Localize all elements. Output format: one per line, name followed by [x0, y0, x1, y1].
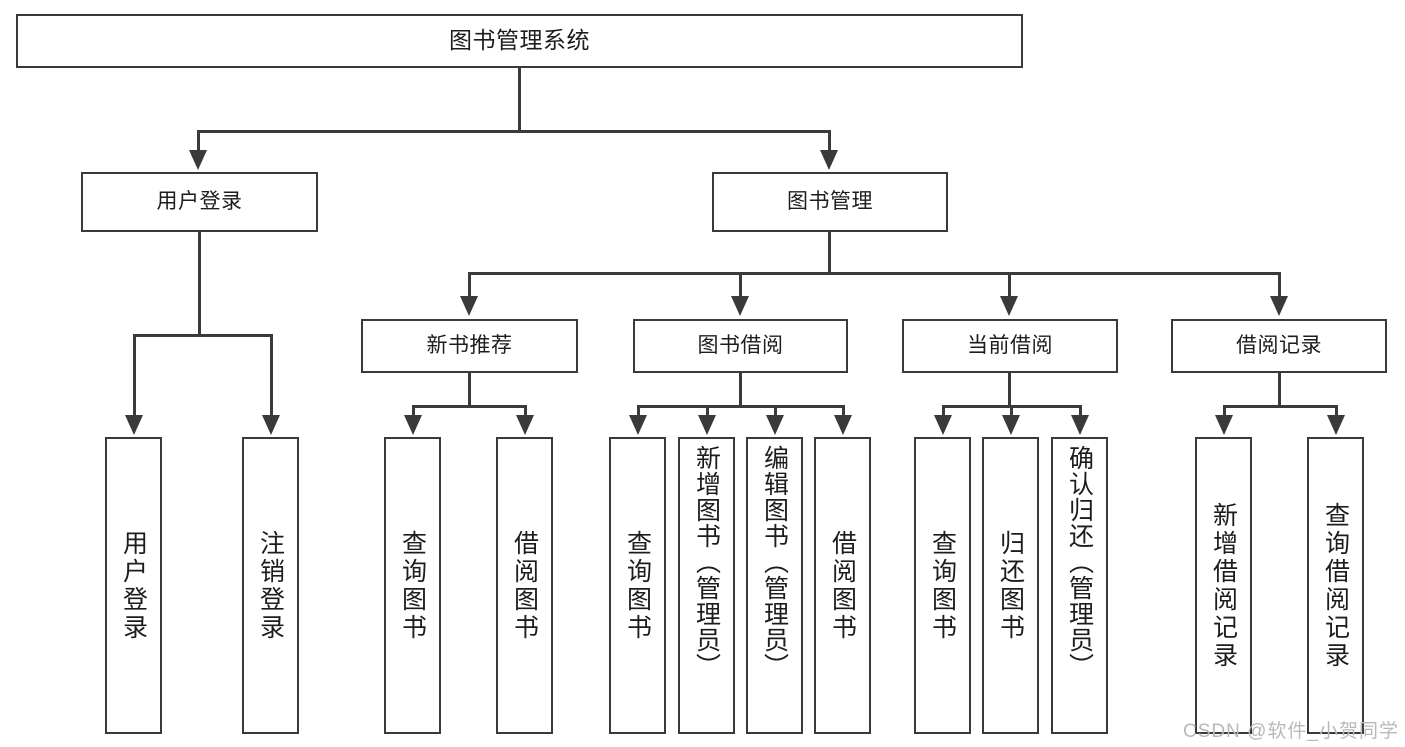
arrow-to-leaf-confirm-return [1071, 415, 1089, 435]
leaf-logout[interactable]: 注销登录 [242, 437, 299, 734]
node-label: 用户登录 [156, 189, 243, 213]
node-label: 借阅图书 [828, 529, 857, 642]
connector-current-drop-1 [942, 405, 945, 417]
leaf-return-book[interactable]: 归还图书 [982, 437, 1039, 734]
node-label: 借阅记录 [1236, 333, 1322, 357]
arrow-to-leaf-logout [262, 415, 280, 435]
node-root-system[interactable]: 图书管理系统 [16, 14, 1023, 68]
leaf-query-book-1[interactable]: 查询图书 [384, 437, 441, 734]
node-label: 归还图书 [996, 529, 1025, 642]
node-label: 查询图书 [928, 529, 957, 642]
node-label: 查询借阅记录 [1321, 501, 1350, 670]
arrow-to-borrow [731, 296, 749, 316]
arrow-to-leaf-query-book-3 [934, 415, 952, 435]
connector-new-book-drop-1 [412, 405, 415, 417]
node-label: 图书管理 [787, 189, 873, 213]
connector-history-bus [1223, 405, 1338, 408]
connector-current-stem [1008, 373, 1011, 408]
arrow-to-leaf-add-record [1215, 415, 1233, 435]
leaf-add-book[interactable]: 新增图书（管理员） [678, 437, 735, 734]
arrow-to-leaf-edit-book [766, 415, 784, 435]
node-borrow-history[interactable]: 借阅记录 [1171, 319, 1387, 373]
connector-new-book-stem [468, 373, 471, 408]
leaf-edit-book[interactable]: 编辑图书（管理员） [746, 437, 803, 734]
arrow-to-leaf-borrow-book-2 [834, 415, 852, 435]
connector-current-drop-3 [1079, 405, 1082, 417]
connector-current-drop-2 [1010, 405, 1013, 417]
node-label: 当前借阅 [967, 333, 1053, 357]
node-label: 编辑图书（管理员） [760, 445, 789, 679]
connector-book-manage-stem [828, 232, 831, 274]
connector-root-stem [518, 68, 521, 132]
connector-borrow-drop-3 [774, 405, 777, 417]
leaf-borrow-book-2[interactable]: 借阅图书 [814, 437, 871, 734]
node-label: 新书推荐 [426, 333, 513, 357]
leaf-query-record[interactable]: 查询借阅记录 [1307, 437, 1364, 734]
leaf-user-login[interactable]: 用户登录 [105, 437, 162, 734]
connector-to-borrow [739, 272, 742, 297]
leaf-query-book-3[interactable]: 查询图书 [914, 437, 971, 734]
connector-user-login-bus [133, 334, 273, 337]
connector-to-new-book [468, 272, 471, 297]
arrow-to-history [1270, 296, 1288, 316]
node-label: 新增借阅记录 [1209, 501, 1238, 670]
arrow-to-leaf-borrow-book-1 [516, 415, 534, 435]
node-label: 查询图书 [623, 529, 652, 642]
node-label: 新增图书（管理员） [692, 445, 721, 679]
leaf-query-book-2[interactable]: 查询图书 [609, 437, 666, 734]
arrow-to-user-login [189, 150, 207, 170]
connector-borrow-drop-1 [637, 405, 640, 417]
connector-borrow-drop-2 [706, 405, 709, 417]
connector-borrow-drop-4 [842, 405, 845, 417]
node-book-borrow[interactable]: 图书借阅 [633, 319, 848, 373]
node-label: 图书借阅 [697, 333, 784, 357]
node-label: 借阅图书 [510, 529, 539, 642]
connector-new-book-drop-2 [524, 405, 527, 417]
arrow-to-leaf-query-record [1327, 415, 1345, 435]
node-new-book-recommend[interactable]: 新书推荐 [361, 319, 578, 373]
connector-history-stem [1278, 373, 1281, 408]
node-label: 图书管理系统 [449, 27, 590, 54]
connector-user-login-stem [198, 232, 201, 335]
connector-borrow-bus [637, 405, 845, 408]
arrow-to-leaf-query-book-1 [404, 415, 422, 435]
connector-history-drop-2 [1335, 405, 1338, 417]
arrow-to-leaf-user-login [125, 415, 143, 435]
node-label: 查询图书 [398, 529, 427, 642]
connector-borrow-stem [739, 373, 742, 408]
leaf-add-record[interactable]: 新增借阅记录 [1195, 437, 1252, 734]
connector-user-login-drop-2 [270, 334, 273, 417]
node-current-borrow[interactable]: 当前借阅 [902, 319, 1118, 373]
connector-book-manage-bus [468, 272, 1281, 275]
node-label: 注销登录 [256, 529, 285, 642]
connector-root-to-book-manage [828, 130, 831, 152]
leaf-borrow-book-1[interactable]: 借阅图书 [496, 437, 553, 734]
arrow-to-new-book [460, 296, 478, 316]
connector-user-login-drop-1 [133, 334, 136, 417]
node-book-manage[interactable]: 图书管理 [712, 172, 948, 232]
connector-to-current [1008, 272, 1011, 297]
connector-history-drop-1 [1223, 405, 1226, 417]
watermark-text: CSDN @软件_小贺同学 [1183, 721, 1399, 742]
connector-to-history [1278, 272, 1281, 297]
connector-root-to-user-login [197, 130, 200, 152]
connector-new-book-bus [412, 405, 527, 408]
arrow-to-leaf-query-book-2 [629, 415, 647, 435]
arrow-to-leaf-add-book [698, 415, 716, 435]
node-label: 用户登录 [119, 529, 148, 642]
connector-root-bus [197, 130, 831, 133]
arrow-to-book-manage [820, 150, 838, 170]
node-label: 确认归还（管理员） [1065, 445, 1094, 679]
node-user-login[interactable]: 用户登录 [81, 172, 318, 232]
arrow-to-current [1000, 296, 1018, 316]
leaf-confirm-return[interactable]: 确认归还（管理员） [1051, 437, 1108, 734]
arrow-to-leaf-return-book [1002, 415, 1020, 435]
